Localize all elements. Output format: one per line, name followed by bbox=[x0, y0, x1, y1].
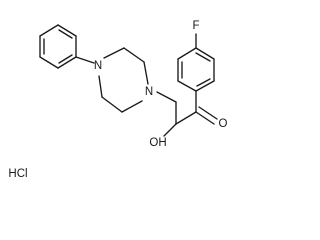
chemical-structure-diagram: F N N O OH HCl bbox=[8, 20, 228, 180]
phenyl-ring bbox=[39, 24, 77, 69]
phenyl-n-bond bbox=[75, 56, 95, 64]
hydroxyl-label: OH bbox=[149, 137, 166, 149]
carbonyl-group bbox=[195, 106, 218, 125]
piperazine-n4-label: N bbox=[145, 86, 153, 98]
butanone-chain bbox=[156, 91, 197, 137]
hcl-salt-label: HCl bbox=[8, 168, 27, 180]
fluorine-label: F bbox=[192, 20, 199, 32]
piperazine-n1-label: N bbox=[94, 60, 102, 72]
piperazine-ring bbox=[98, 47, 149, 113]
carbonyl-oxygen-label: O bbox=[219, 118, 228, 130]
fluorophenyl-ring bbox=[177, 47, 215, 92]
